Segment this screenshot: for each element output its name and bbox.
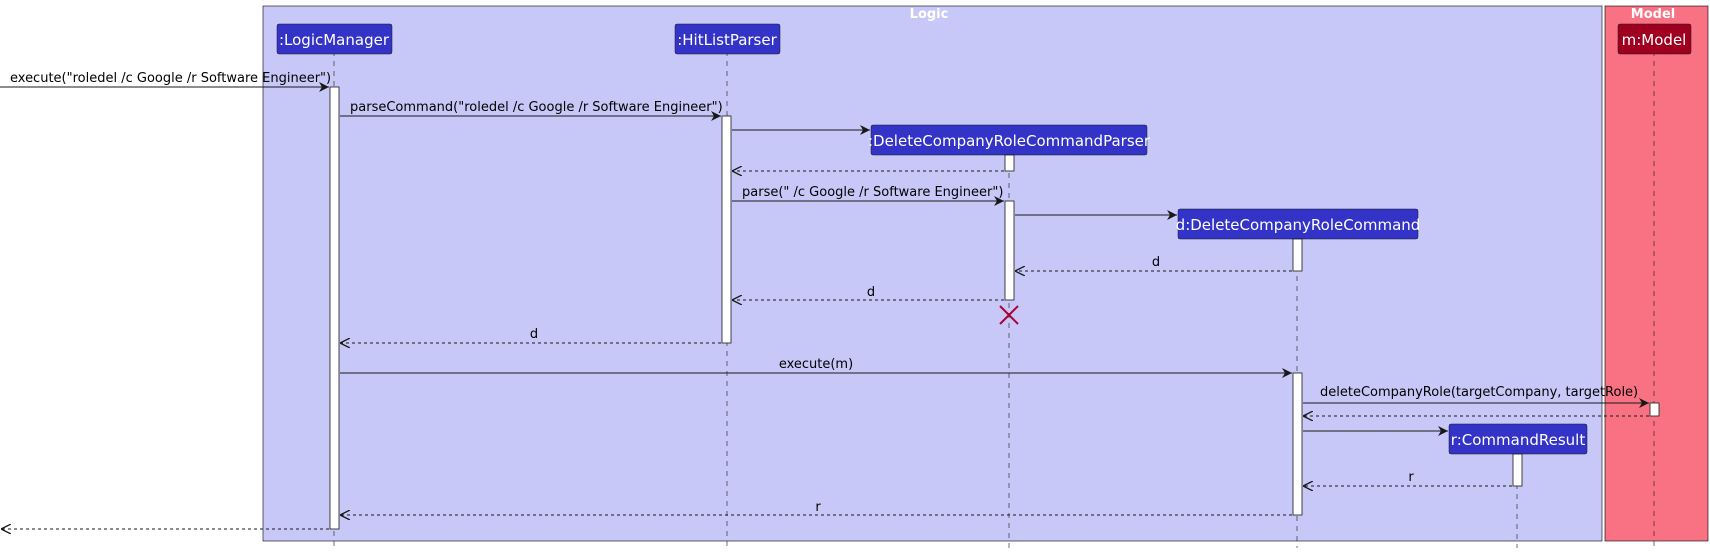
activation-delete-command-create xyxy=(1292,238,1303,272)
activation-bars xyxy=(329,86,1660,530)
participant-delete-command: d:DeleteCompanyRoleCommand xyxy=(1176,208,1421,240)
message-return-d-manager: d xyxy=(340,327,721,343)
logic-group-title: Logic xyxy=(910,7,949,22)
activation-logic-manager xyxy=(329,86,340,530)
message-execute: execute("roledel /c Google /r Software E… xyxy=(0,71,331,92)
participant-delete-parser: :DeleteCompanyRoleCommandParser xyxy=(868,124,1151,156)
participant-logic-manager-label: :LogicManager xyxy=(279,31,390,49)
model-group: Model xyxy=(1604,5,1709,542)
message-return-r-result-label: r xyxy=(1408,470,1414,485)
message-parse-command: parseCommand("roledel /c Google /r Softw… xyxy=(340,100,723,121)
model-group-title: Model xyxy=(1631,7,1675,22)
destroy-icon xyxy=(999,305,1019,325)
activation-hit-list-parser xyxy=(721,115,732,344)
message-delete-company-role: deleteCompanyRole(targetCompany, targetR… xyxy=(1303,385,1649,408)
message-return-r-manager-label: r xyxy=(815,500,821,515)
participant-logic-manager: :LogicManager xyxy=(276,23,393,55)
activation-delete-command-execute xyxy=(1292,372,1303,516)
message-return-d-manager-label: d xyxy=(530,327,538,342)
participant-command-result: r:CommandResult xyxy=(1448,423,1588,455)
participant-command-result-label: r:CommandResult xyxy=(1451,431,1586,449)
participant-delete-parser-label: :DeleteCompanyRoleCommandParser xyxy=(868,132,1151,150)
message-return-r-manager: r xyxy=(340,500,1292,515)
activation-model xyxy=(1649,402,1660,417)
message-parse-command-label: parseCommand("roledel /c Google /r Softw… xyxy=(350,100,723,115)
message-parse: parse(" /c Google /r Software Engineer") xyxy=(732,185,1004,206)
participant-hit-list-parser: :HitListParser xyxy=(674,23,781,55)
activation-command-result xyxy=(1512,453,1523,487)
activation-delete-parser-parse xyxy=(1004,200,1015,301)
message-return-r-result: r xyxy=(1303,470,1512,486)
message-parse-label: parse(" /c Google /r Software Engineer") xyxy=(742,185,1003,200)
activation-delete-parser-create xyxy=(1004,154,1015,172)
message-execute-m-label: execute(m) xyxy=(779,357,853,372)
message-execute-m: execute(m) xyxy=(340,357,1292,378)
participant-delete-command-label: d:DeleteCompanyRoleCommand xyxy=(1176,216,1421,234)
message-execute-label: execute("roledel /c Google /r Software E… xyxy=(10,71,331,86)
participant-model: m:Model xyxy=(1617,23,1692,55)
message-delete-company-role-label: deleteCompanyRole(targetCompany, targetR… xyxy=(1320,385,1638,400)
participant-hit-list-parser-label: :HitListParser xyxy=(677,31,777,49)
message-return-d-command-label: d xyxy=(1152,255,1160,270)
message-return-d-parser-label: d xyxy=(867,285,875,300)
logic-group: Logic xyxy=(262,5,1603,542)
participant-model-label: m:Model xyxy=(1622,31,1687,49)
message-return-d-command: d xyxy=(1015,255,1292,271)
message-return-d-parser: d xyxy=(732,285,1004,300)
